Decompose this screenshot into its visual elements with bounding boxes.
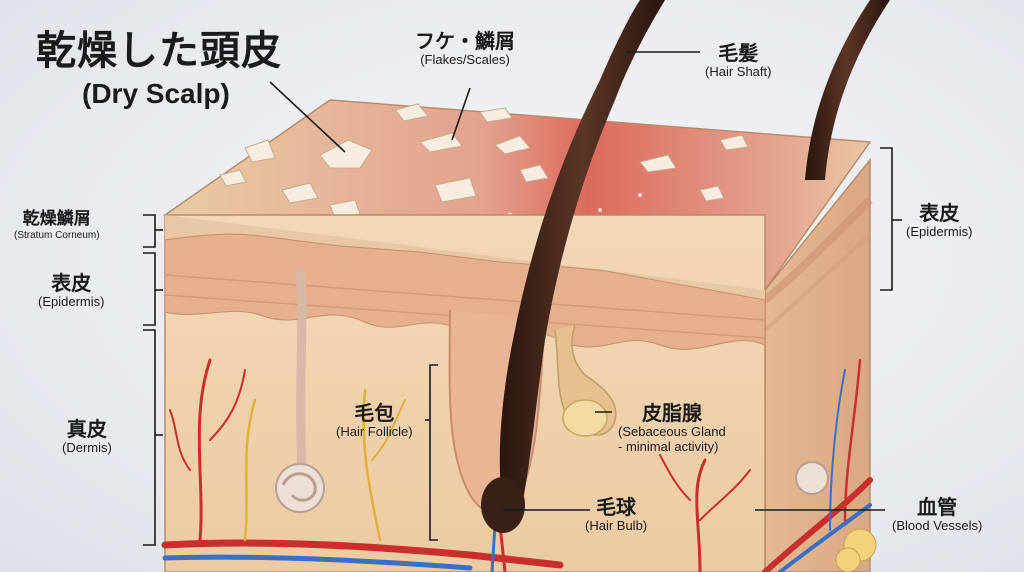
label-hair-follicle: 毛包 (Hair Follicle) [336,402,413,440]
label-vessels-jp: 血管 [917,495,958,519]
title-en: (Dry Scalp) [82,78,230,109]
label-bulb-en: (Hair Bulb) [585,518,648,533]
label-flakes-jp: フケ・鱗屑 [415,29,515,53]
label-follicle-jp: 毛包 [354,401,395,425]
label-stratum-corneum: 乾燥鱗屑 (Stratum Corneum) [14,209,100,241]
annotation-lines [143,51,902,546]
label-epidermis-right: 表皮 (Epidermis) [906,202,972,240]
label-sebaceous-en: (Sebaceous Gland [618,424,726,439]
label-vessels-en: (Blood Vessels) [892,518,983,533]
diagram-title: 乾燥した頭皮 (Dry Scalp) [36,28,282,110]
label-epidermis-right-en: (Epidermis) [906,224,973,239]
title-jp: 乾燥した頭皮 [36,28,282,74]
label-epidermis-left-en: (Epidermis) [38,294,105,309]
label-stratum-jp: 乾燥鱗屑 [22,209,91,229]
label-flakes: フケ・鱗屑 (Flakes/Scales) [415,30,515,68]
label-sebaceous-gland: 皮脂腺 (Sebaceous Gland - minimal activity) [618,402,726,455]
label-blood-vessels: 血管 (Blood Vessels) [892,496,982,534]
blood-vessels [161,358,873,572]
label-stratum-en: (Stratum Corneum) [14,229,100,241]
sweat-gland [275,269,325,513]
label-sebaceous-en2: - minimal activity) [618,438,719,454]
label-follicle-en: (Hair Follicle) [336,424,413,439]
label-hair-shaft: 毛髪 (Hair Shaft) [705,42,771,80]
label-dermis-jp: 真皮 [66,417,107,441]
hair-shaft-art [481,0,890,533]
label-sebaceous-jp: 皮脂腺 [642,401,702,425]
label-epidermis-left: 表皮 (Epidermis) [38,272,104,310]
front-face [161,0,890,572]
label-dermis-en: (Dermis) [62,440,112,455]
label-epidermis-left-jp: 表皮 [51,271,92,295]
label-hair-bulb: 毛球 (Hair Bulb) [585,496,647,534]
label-bulb-jp: 毛球 [596,495,637,519]
label-epidermis-right-jp: 表皮 [919,201,960,225]
label-hair-shaft-en: (Hair Shaft) [705,64,772,79]
label-dermis: 真皮 (Dermis) [62,418,112,456]
label-flakes-en: (Flakes/Scales) [420,52,510,67]
label-hair-shaft-jp: 毛髪 [718,41,759,65]
